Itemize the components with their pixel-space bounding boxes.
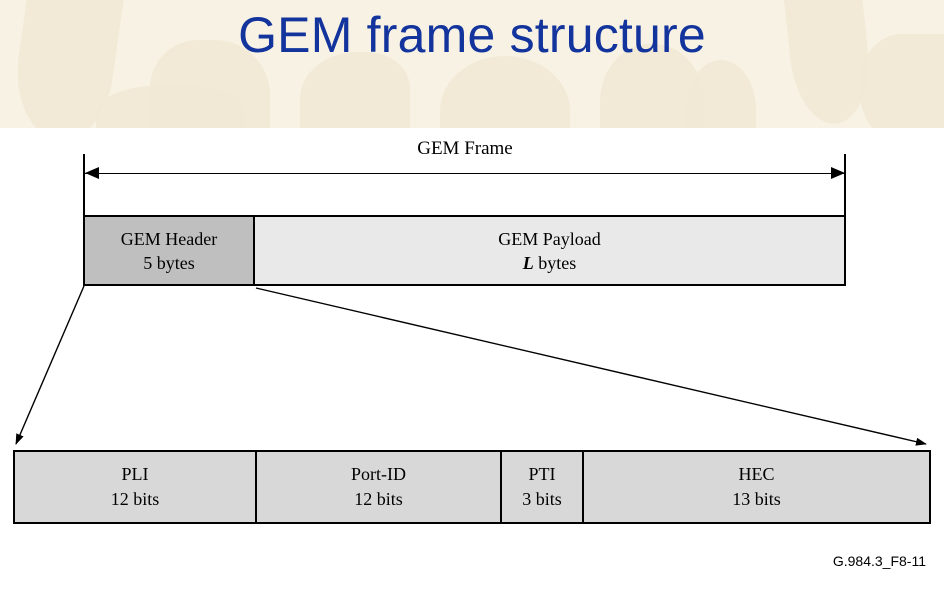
field-size-pti: 3 bits [522, 489, 562, 509]
gem-frame-span-label: GEM Frame [417, 138, 513, 159]
gem-payload-size: L bytes [523, 251, 577, 275]
field-size-hec: 13 bits [732, 489, 781, 509]
watermark-shape [686, 60, 756, 128]
payload-length-unit: bytes [533, 252, 577, 273]
field-cell-pli: PLI 12 bits [15, 452, 257, 522]
gem-header-name: GEM Header [120, 228, 218, 249]
field-size-port-id: 12 bits [354, 489, 403, 509]
payload-length-symbol: L [522, 252, 534, 273]
field-name-pli: PLI [121, 464, 149, 484]
field-name-hec: HEC [738, 464, 775, 484]
field-name-pti: PTI [528, 464, 556, 484]
watermark-shape [96, 86, 246, 128]
span-tick-left [83, 154, 85, 216]
arrow-right-icon [831, 167, 845, 179]
gem-frame-row: GEM Header 5 bytes GEM Payload L bytes [83, 215, 846, 286]
slide-title-band: GEM frame structure [0, 0, 944, 128]
field-size-pli: 12 bits [110, 489, 160, 509]
span-line [85, 173, 845, 174]
gem-header-cell: GEM Header 5 bytes [85, 217, 255, 284]
span-tick-right [844, 154, 846, 216]
field-cell-port-id: Port-ID 12 bits [257, 452, 502, 522]
watermark-shape [860, 34, 944, 128]
field-cell-pti: PTI 3 bits [502, 452, 584, 522]
page-title: GEM frame structure [238, 7, 706, 63]
leader-line-left [15, 285, 85, 445]
leader-line-right [255, 287, 927, 446]
arrow-left-icon [85, 167, 99, 179]
gem-frame-diagram: GEM Frame GEM Header 5 bytes GEM Payload… [0, 128, 944, 591]
gem-payload-name: GEM Payload [498, 228, 601, 249]
field-name-port-id: Port-ID [351, 464, 406, 484]
gem-payload-cell: GEM Payload L bytes [255, 217, 844, 284]
field-cell-hec: HEC 13 bits [584, 452, 929, 522]
watermark-shape [300, 52, 410, 128]
gem-header-size: 5 bytes [143, 252, 195, 273]
gem-header-fields-row: PLI 12 bits Port-ID 12 bits PTI 3 bits H… [13, 450, 931, 524]
figure-caption: G.984.3_F8-11 [832, 553, 926, 569]
